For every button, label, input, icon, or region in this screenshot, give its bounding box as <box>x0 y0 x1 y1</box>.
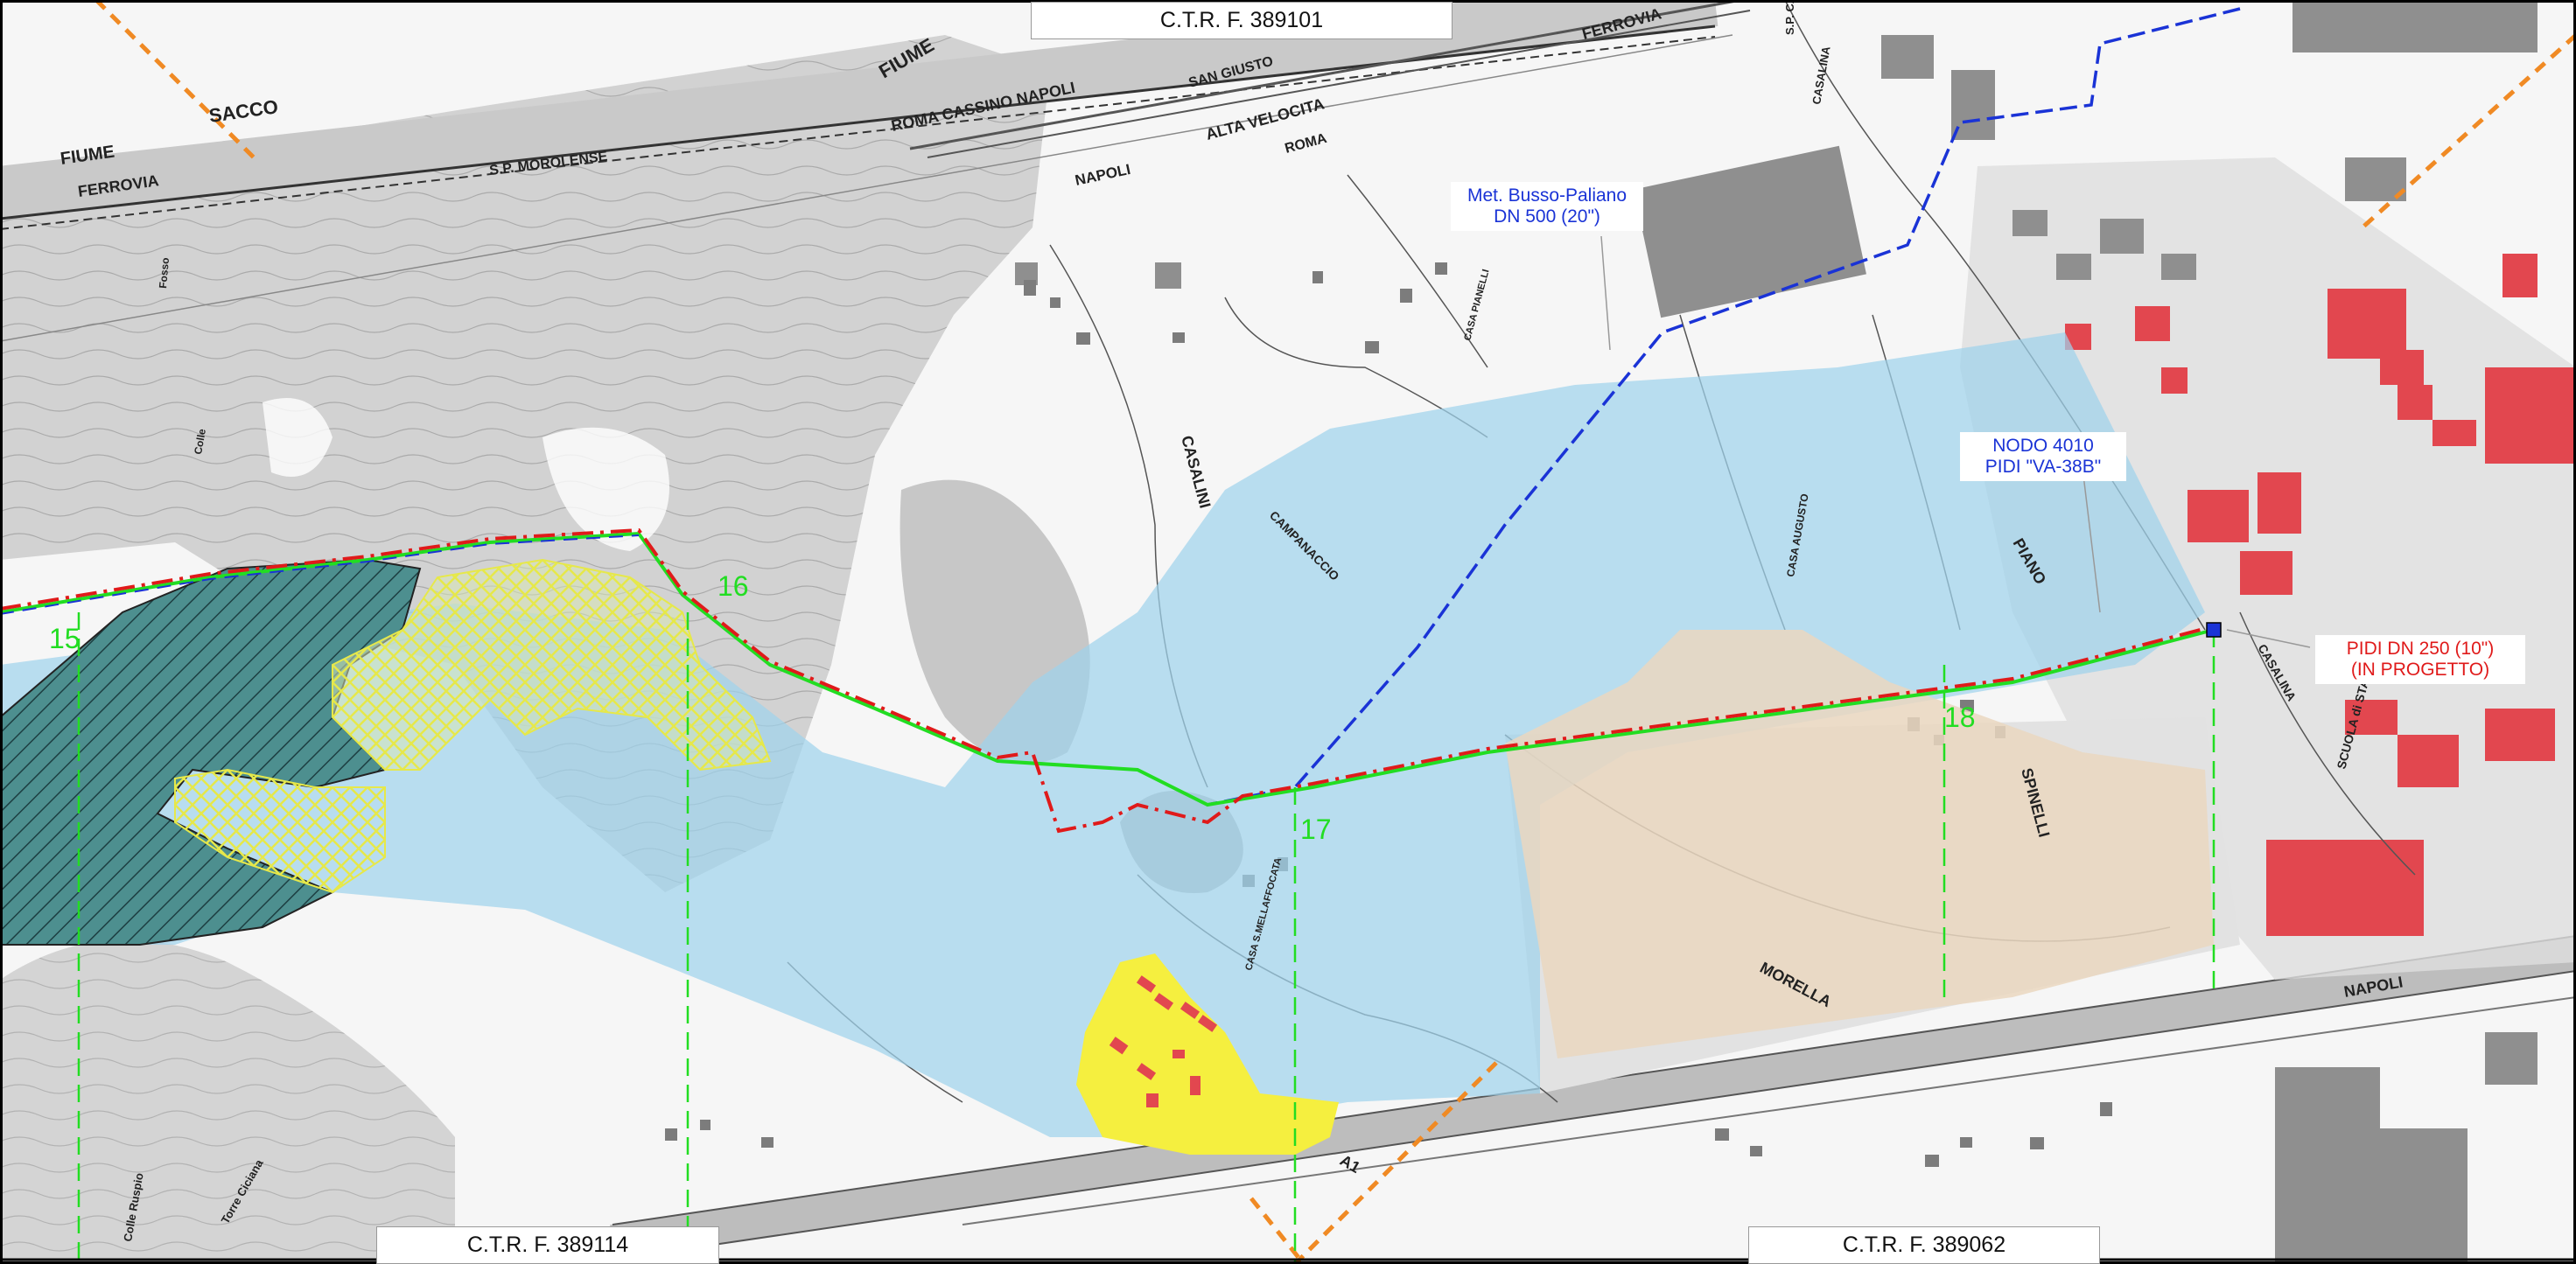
callout-metanodotto-line2: DN 500 (20") <box>1494 206 1600 227</box>
km-marker-17: 17 <box>1300 814 1332 845</box>
km-marker-16: 16 <box>718 570 749 602</box>
nodo-marker <box>2206 622 2222 638</box>
callout-leaders <box>1600 235 2311 648</box>
km-marker-18: 18 <box>1944 702 1976 733</box>
callout-nodo-line2: PIDI "VA-38B" <box>1984 457 2102 478</box>
green-route <box>0 531 2215 807</box>
callout-pidi-line1: PIDI DN 250 (10") <box>2346 639 2495 659</box>
blue-zone <box>0 332 2205 1137</box>
callout-pidi: PIDI DN 250 (10") (IN PROGETTO) <box>2315 635 2525 685</box>
red-pipeline <box>0 527 2215 834</box>
callout-pidi-line2: (IN PROGETTO) <box>2350 660 2490 681</box>
blue-pipeline <box>1207 7 2241 807</box>
label-sp-casale: S.P. CASALE <box>1783 0 1796 35</box>
tan-zone <box>1505 630 2214 1058</box>
callout-metanodotto-line1: Met. Busso-Paliano <box>1466 185 1628 206</box>
sheet-label-top: C.T.R. F. 389101 <box>1031 2 1452 39</box>
callout-nodo: NODO 4010 PIDI "VA-38B" <box>1960 432 2126 482</box>
callout-metanodotto: Met. Busso-Paliano DN 500 (20") <box>1451 182 1643 232</box>
dark-buildings <box>1015 0 2538 1264</box>
callout-nodo-line1: NODO 4010 <box>1992 436 2094 456</box>
crosshatch-zone <box>174 558 772 894</box>
sheet-label-bottom-right: C.T.R. F. 389062 <box>1748 1226 2100 1264</box>
blue-overlay <box>0 534 640 615</box>
orange-boundary-lines <box>94 0 2576 1264</box>
red-buildings <box>2065 254 2576 936</box>
sheet-label-bottom-left: C.T.R. F. 389114 <box>376 1226 719 1264</box>
label-fosso: Fosso <box>157 257 172 289</box>
km-marker-15: 15 <box>49 623 80 654</box>
km-reference-lines <box>77 612 2216 1264</box>
yellow-zone <box>1076 953 1339 1155</box>
label-colle: Colle <box>192 428 208 456</box>
